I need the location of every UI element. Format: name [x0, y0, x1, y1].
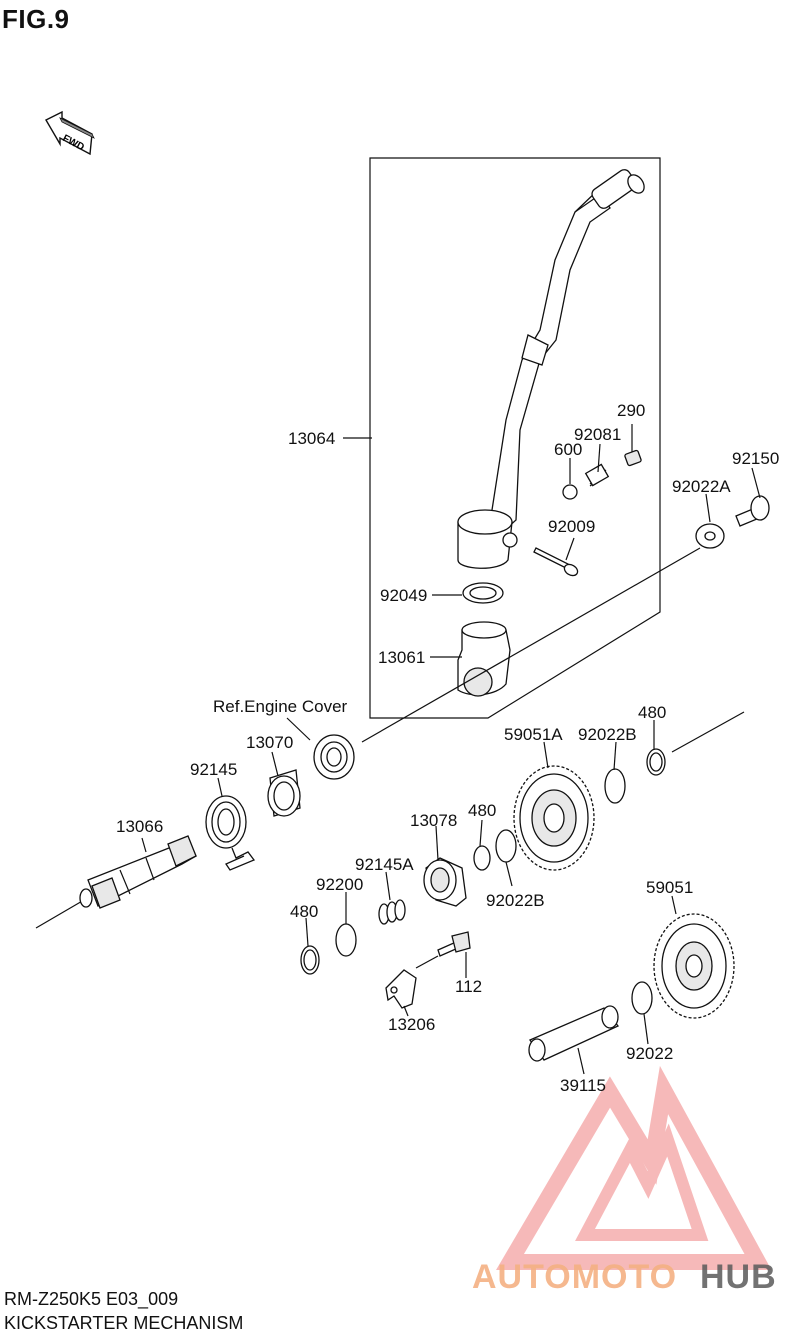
gear-59051A [513, 765, 595, 871]
label-92022B-mid: 92022B [486, 891, 545, 910]
label-92049: 92049 [380, 586, 427, 605]
ratchet-13078 [423, 857, 467, 907]
label-ref-engine-cover: Ref.Engine Cover [213, 697, 348, 716]
bolt-92150 [735, 495, 770, 527]
screw-290 [624, 449, 642, 467]
label-92145: 92145 [190, 760, 237, 779]
spring-92145A [378, 899, 406, 925]
ball-600 [562, 484, 578, 500]
label-92150: 92150 [732, 449, 779, 468]
assembly-axis-line-3 [671, 711, 745, 753]
label-92022A: 92022A [672, 477, 731, 496]
label-92022: 92022 [626, 1044, 673, 1063]
label-480-top: 480 [638, 703, 666, 722]
label-13070: 13070 [246, 733, 293, 752]
label-480-left: 480 [290, 902, 318, 921]
watermark-part1: AUTOMOTO [472, 1258, 677, 1296]
leader-lines [141, 424, 761, 1075]
label-13064: 13064 [288, 429, 335, 448]
label-92145A: 92145A [355, 855, 414, 874]
label-92081: 92081 [574, 425, 621, 444]
label-59051A: 59051A [504, 725, 563, 744]
figure-title: FIG.9 [2, 4, 70, 34]
collar-13070 [267, 769, 301, 817]
section-name: KICKSTARTER MECHANISM [4, 1313, 244, 1333]
joint-13061 [457, 621, 511, 697]
label-480-mid: 480 [468, 801, 496, 820]
label-92009: 92009 [548, 517, 595, 536]
circlip-480-left [300, 945, 320, 975]
label-112: 112 [455, 977, 482, 996]
circlip-480-top [646, 748, 666, 776]
watermark-text: AUTOMOTO HUB [472, 1258, 777, 1296]
bolt-112-axis [415, 955, 439, 969]
bolt-112 [437, 931, 471, 957]
bolt-92009 [533, 547, 579, 577]
circlip-480-mid [473, 845, 491, 871]
label-39115: 39115 [560, 1076, 606, 1095]
washer-92022B-mid [495, 829, 517, 863]
shaft-39115 [528, 1005, 620, 1062]
oil-seal-engine-cover [313, 734, 355, 780]
washer-92200 [335, 923, 357, 957]
kick-shaft-13066 [79, 835, 197, 909]
label-13061: 13061 [378, 648, 425, 667]
watermark-part2: HUB [700, 1258, 777, 1296]
label-59051: 59051 [646, 878, 693, 897]
label-600: 600 [554, 440, 582, 459]
label-13206: 13206 [388, 1015, 435, 1034]
label-92022B-top: 92022B [578, 725, 637, 744]
label-290: 290 [617, 401, 645, 420]
kick-pedal-lever [457, 169, 645, 569]
label-13066: 13066 [116, 817, 163, 836]
label-13078: 13078 [410, 811, 457, 830]
label-92200: 92200 [316, 875, 363, 894]
guide-13206 [385, 969, 417, 1009]
gear-59051 [653, 913, 735, 1019]
fwd-arrow-icon: FWD [45, 110, 95, 156]
assembly-outline-box [369, 157, 661, 719]
assembly-axis-line-2 [35, 899, 85, 929]
washer-92022B-top [604, 768, 626, 804]
spring-92081 [584, 463, 610, 487]
watermark-logo [496, 1065, 772, 1270]
washer-92022A [695, 523, 725, 549]
assembly-axis-line-1 [361, 547, 701, 743]
washer-92022 [631, 981, 653, 1015]
spring-92145 [205, 795, 256, 871]
seal-92049 [462, 582, 504, 604]
model-code: RM-Z250K5 E03_009 [4, 1289, 179, 1309]
